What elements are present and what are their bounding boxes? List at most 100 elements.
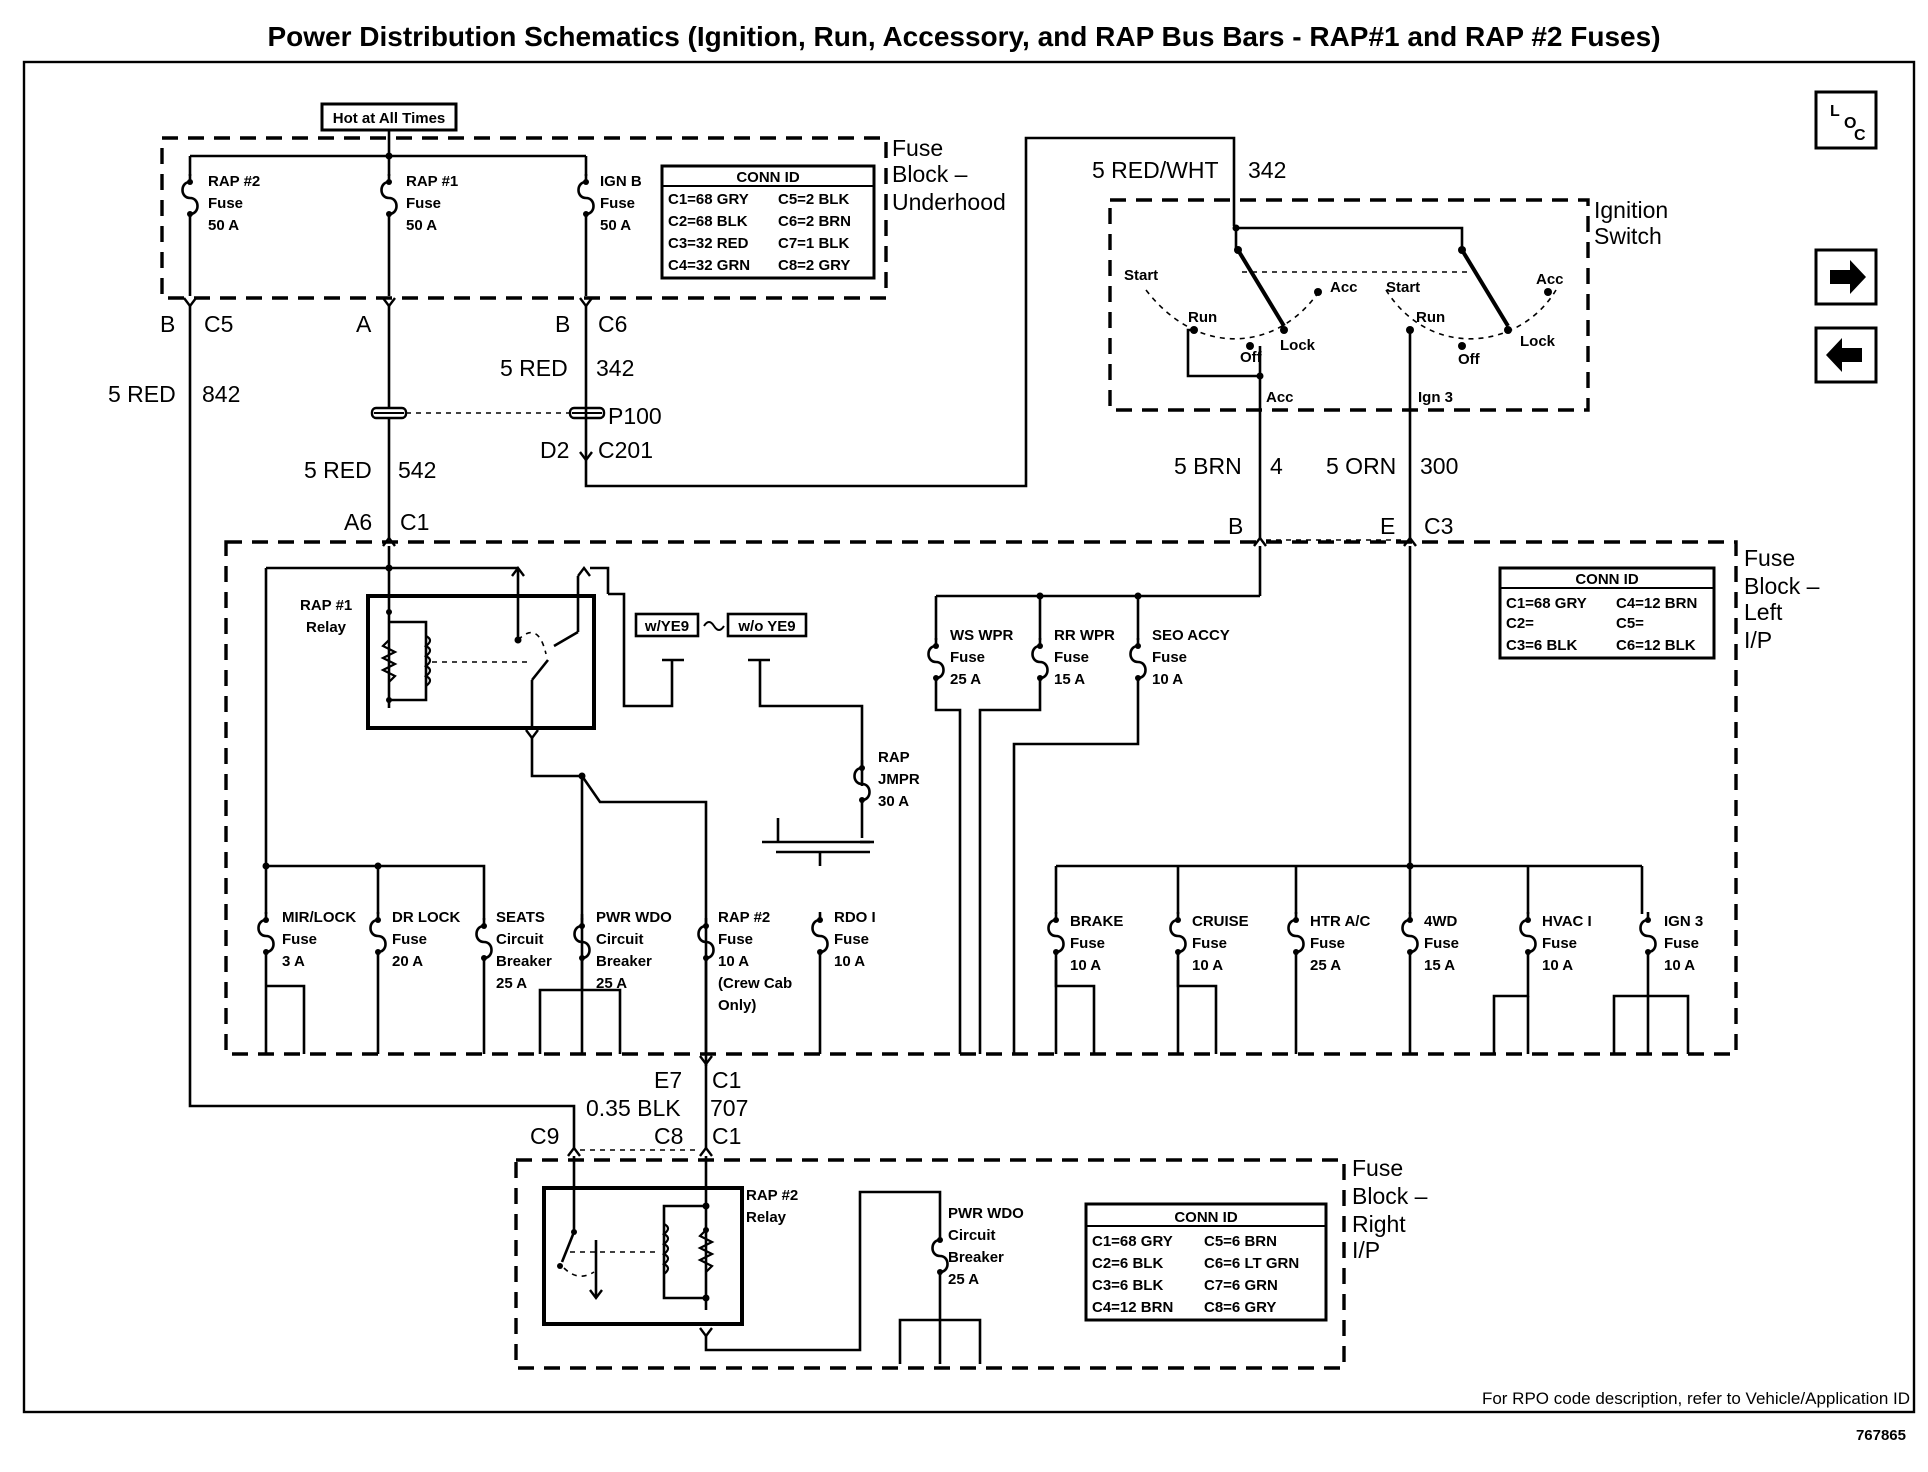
svg-text:C5=6 BRN: C5=6 BRN [1204,1233,1277,1250]
svg-text:Fuse: Fuse [718,931,753,948]
loc-button[interactable]: L O C [1814,90,1878,150]
svg-text:5 RED: 5 RED [304,457,372,483]
svg-text:Lock: Lock [1280,337,1316,354]
svg-text:Only): Only) [718,997,756,1014]
svg-text:RDO I: RDO I [834,909,876,926]
svg-text:C8: C8 [654,1123,683,1149]
svg-text:C2=68 BLK: C2=68 BLK [668,213,748,230]
svg-text:10 A: 10 A [1192,957,1223,974]
svg-text:Start: Start [1386,279,1420,296]
svg-text:HTR A/C: HTR A/C [1310,913,1370,930]
svg-text:C4=12 BRN: C4=12 BRN [1616,595,1697,612]
underhood-conn-id-table: CONN ID C1=68 GRY C5=2 BLK C2=68 BLK C6=… [660,164,876,280]
svg-text:RAP #1: RAP #1 [300,597,352,614]
svg-text:5 RED/WHT: 5 RED/WHT [1092,157,1219,183]
right-ip-conn-id-table: CONN ID C1=68 GRY C5=6 BRN C2=6 BLK C6=6… [1084,1202,1328,1322]
svg-text:10 A: 10 A [1542,957,1573,974]
svg-text:Fuse: Fuse [208,195,243,212]
prev-page-button[interactable] [1814,326,1878,384]
svg-text:Run: Run [1416,309,1445,326]
svg-text:Acc: Acc [1266,389,1294,406]
svg-text:C6=6 LT GRN: C6=6 LT GRN [1204,1255,1299,1272]
svg-text:C6=12 BLK: C6=12 BLK [1616,637,1696,654]
svg-text:Off: Off [1240,349,1263,366]
svg-text:342: 342 [596,355,634,381]
svg-text:Fuse: Fuse [1744,545,1795,571]
svg-text:842: 842 [202,381,240,407]
rap2-relay: RAP #2 Relay [542,1156,798,1326]
svg-text:Fuse: Fuse [1054,649,1089,666]
svg-text:Acc: Acc [1536,271,1564,288]
svg-text:707: 707 [710,1095,748,1121]
svg-text:C7=6 GRN: C7=6 GRN [1204,1277,1278,1294]
next-page-button[interactable] [1814,248,1878,306]
rr-wpr-fuse: RR WPR Fuse 15 A [1054,627,1115,688]
svg-text:Ign 3: Ign 3 [1418,389,1453,406]
svg-text:(Crew Cab: (Crew Cab [718,975,792,992]
svg-text:I/P: I/P [1744,627,1772,653]
svg-text:0.35 BLK: 0.35 BLK [586,1095,681,1121]
ignition-switch: Ignition Switch Start Run Off Lock Acc S… [1108,197,1668,540]
svg-text:Fuse: Fuse [392,931,427,948]
svg-text:25 A: 25 A [948,1271,979,1288]
svg-text:WS WPR: WS WPR [950,627,1013,644]
svg-text:Circuit: Circuit [596,931,644,948]
svg-text:C1=68 GRY: C1=68 GRY [1506,595,1587,612]
svg-text:Fuse: Fuse [1310,935,1345,952]
svg-text:Fuse: Fuse [834,931,869,948]
svg-text:RAP #1: RAP #1 [406,173,458,190]
conn-c5-label: C5 [204,311,233,337]
svg-text:15 A: 15 A [1054,671,1085,688]
svg-text:Fuse: Fuse [1664,935,1699,952]
left-arrow-icon [1826,338,1862,372]
svg-text:Fuse: Fuse [1192,935,1227,952]
svg-text:Fuse: Fuse [1070,935,1105,952]
svg-text:Block –: Block – [1744,573,1820,599]
svg-text:MIR/LOCK: MIR/LOCK [282,909,356,926]
svg-text:10 A: 10 A [1152,671,1183,688]
svg-text:C8=6 GRY: C8=6 GRY [1204,1299,1276,1316]
underhood-fuse-ign-b: IGN B Fuse 50 A [600,173,642,234]
underhood-fuse-rap2: RAP #2 Fuse 50 A [208,173,260,234]
conn-b2-label: B [555,311,570,337]
svg-text:D2: D2 [540,437,569,463]
svg-text:B: B [1228,513,1243,539]
svg-text:10 A: 10 A [1070,957,1101,974]
svg-text:C3=6 BLK: C3=6 BLK [1092,1277,1163,1294]
svg-text:Breaker: Breaker [948,1249,1004,1266]
outer-frame [22,60,1916,1414]
svg-text:C1: C1 [712,1067,741,1093]
right-ip-fuse-block: Fuse Block – Right I/P RAP #2 Relay [514,1155,1428,1370]
svg-text:C2=6 BLK: C2=6 BLK [1092,1255,1163,1272]
svg-text:Fuse: Fuse [1352,1155,1403,1181]
svg-text:Breaker: Breaker [596,953,652,970]
svg-text:Start: Start [1124,267,1158,284]
svg-text:Switch: Switch [1594,223,1662,249]
svg-text:50 A: 50 A [208,217,239,234]
hot-at-all-times-label: Hot at All Times [333,110,446,127]
svg-text:C1: C1 [400,509,429,535]
svg-text:4: 4 [1270,453,1283,479]
svg-text:50 A: 50 A [600,217,631,234]
svg-text:CONN ID: CONN ID [1575,571,1639,588]
svg-text:Relay: Relay [306,619,347,636]
svg-text:RAP #2: RAP #2 [208,173,260,190]
seats-circuit-breaker: SEATS Circuit Breaker 25 A [496,909,552,992]
svg-text:Fuse: Fuse [1424,935,1459,952]
conn-c6-label: C6 [598,311,627,337]
svg-text:C4=12 BRN: C4=12 BRN [1092,1299,1173,1316]
footer-note: For RPO code description, refer to Vehic… [1482,1389,1910,1408]
ign3-fuse: IGN 3 Fuse 10 A [1664,913,1703,974]
svg-text:Relay: Relay [746,1209,787,1226]
underhood-fuse-rap1: RAP #1 Fuse 50 A [406,173,458,234]
left-ip-conn-id-table: CONN ID C1=68 GRY C4=12 BRN C2= C5= C3=6… [1498,566,1716,660]
svg-text:I/P: I/P [1352,1237,1380,1263]
svg-text:Circuit: Circuit [948,1227,996,1244]
svg-text:RAP #2: RAP #2 [746,1187,798,1204]
pwr-wdo-circuit-breaker-right: PWR WDO Circuit Breaker 25 A [948,1205,1024,1288]
svg-text:HVAC I: HVAC I [1542,913,1592,930]
ign3-bus-fuses [1047,866,1690,1054]
svg-text:342: 342 [1248,157,1286,183]
svg-text:DR LOCK: DR LOCK [392,909,460,926]
svg-text:Fuse: Fuse [1152,649,1187,666]
